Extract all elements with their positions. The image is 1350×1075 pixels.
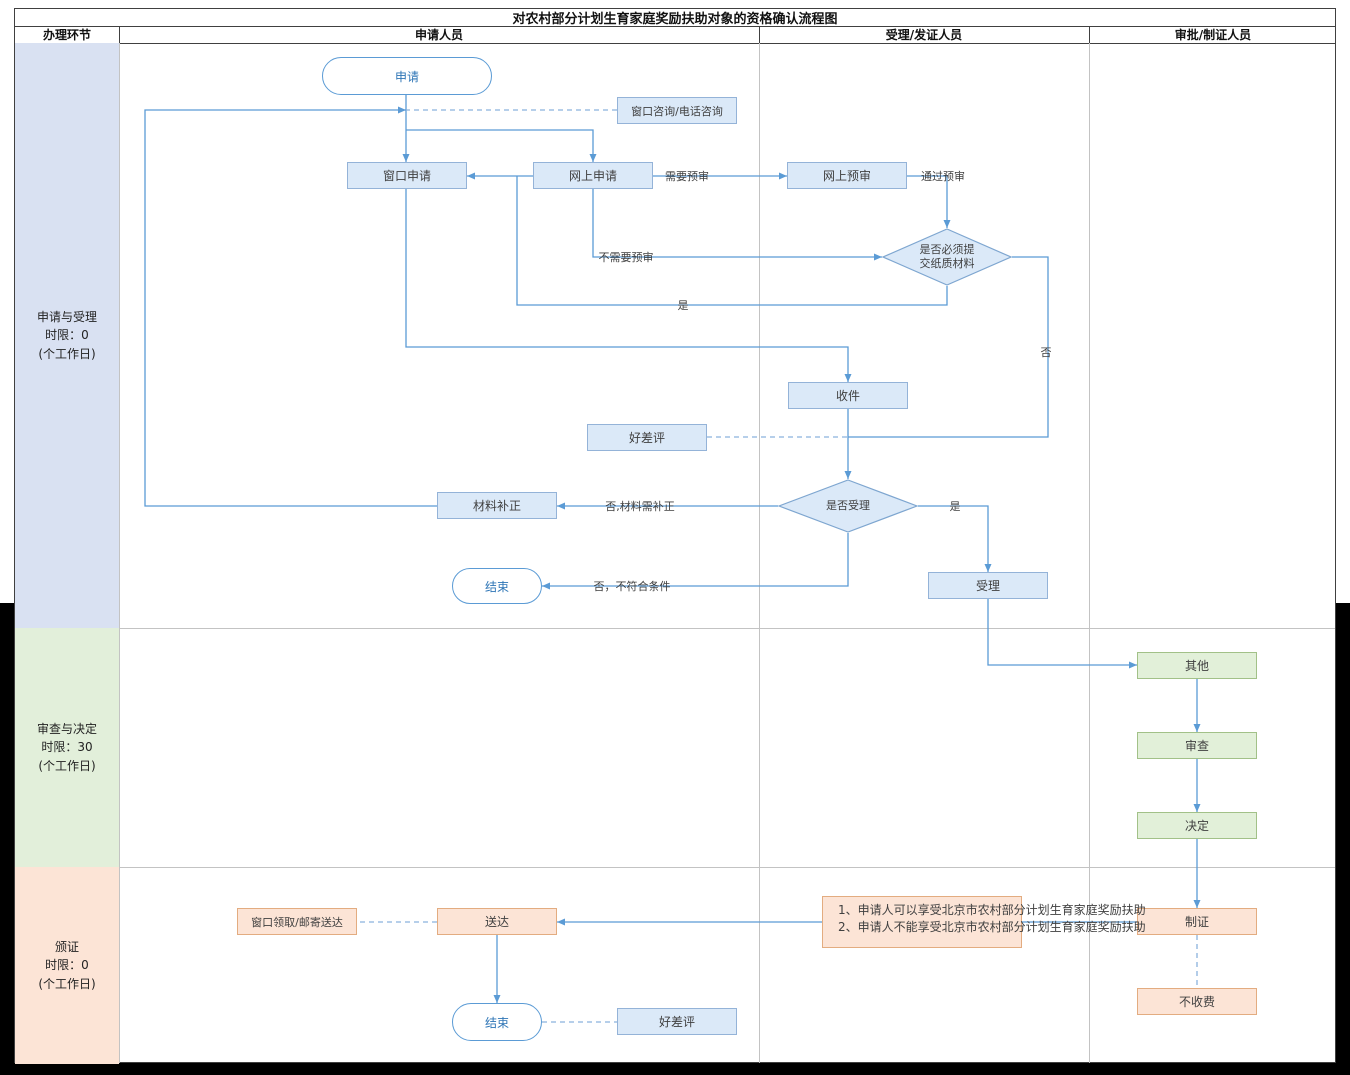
note-line2: 2、申请人不能享受北京市农村部分计划生育家庭奖励扶助 — [838, 920, 1146, 934]
lane-label-apply-accept: 申请与受理 时限：0 (个工作日) — [15, 43, 119, 628]
edge-label-no-need-preview: 不需要预审 — [598, 251, 654, 264]
node-pickup: 窗口领取/邮寄送达 — [237, 908, 357, 935]
note-line1: 1、申请人可以享受北京市农村部分计划生育家庭奖励扶助 — [838, 903, 1146, 917]
column-header-step: 办理环节 — [42, 28, 91, 42]
node-material-fix: 材料补正 — [437, 492, 557, 519]
lane-unit: (个工作日) — [38, 346, 96, 361]
edge-label-no-reject: 否，不符合条件 — [593, 580, 671, 593]
grid-line — [759, 43, 760, 1063]
grid-line — [119, 26, 120, 43]
swimlane-table: 对农村部分计划生育家庭奖励扶助对象的资格确认流程图 办理环节 申请人员 受理/发… — [14, 8, 1336, 1064]
node-other: 其他 — [1137, 652, 1257, 679]
node-decision-accept: 是否受理 — [778, 479, 918, 533]
diamond-shape — [778, 479, 918, 533]
node-online-preview: 网上预审 — [787, 162, 907, 189]
grid-line — [15, 43, 1335, 44]
page-title: 对农村部分计划生育家庭奖励扶助对象的资格确认流程图 — [512, 12, 838, 27]
node-window-apply: 窗口申请 — [347, 162, 467, 189]
edge-label-pass-preview: 通过预审 — [921, 170, 965, 183]
node-online-apply: 网上申请 — [533, 162, 653, 189]
diamond-label: 是否受理 — [826, 499, 870, 513]
grid-line — [15, 867, 1335, 868]
edge-label-yes-paper: 是 — [677, 299, 689, 312]
node-accept: 受理 — [928, 572, 1048, 599]
node-decide: 决定 — [1137, 812, 1257, 839]
lane-name: 申请与受理 — [36, 309, 97, 324]
column-header-approver: 审批/制证人员 — [1174, 28, 1252, 42]
lane-label-review-decide: 审查与决定 时限：30 (个工作日) — [15, 628, 119, 867]
node-deliver: 送达 — [437, 908, 557, 935]
lane-time: 时限：0 — [45, 958, 89, 973]
note-text: 1、申请人可以享受北京市农村部分计划生育家庭奖励扶助 2、申请人不能享受北京市农… — [838, 902, 1146, 936]
grid-line — [119, 43, 120, 1063]
grid-line — [1089, 26, 1090, 43]
edge-label-no-paper: 否 — [1040, 346, 1052, 359]
diamond-shape — [882, 228, 1012, 286]
grid-line — [1089, 43, 1090, 1063]
node-no-fee: 不收费 — [1137, 988, 1257, 1015]
note-box — [822, 896, 1022, 948]
node-decision-need-paper: 是否必须提交纸质材料 — [882, 228, 1012, 286]
node-make-cert: 制证 — [1137, 908, 1257, 935]
grid-line — [759, 26, 760, 43]
node-end-bottom: 结束 — [452, 1003, 542, 1041]
node-consult: 窗口咨询/电话咨询 — [617, 97, 737, 124]
lane-name: 审查与决定 — [36, 721, 97, 736]
edge-label-need-preview: 需要预审 — [665, 170, 709, 183]
node-end-mid: 结束 — [452, 568, 542, 604]
lane-name: 颁证 — [54, 939, 79, 954]
lane-unit: (个工作日) — [38, 976, 96, 991]
lane-time: 时限：0 — [45, 328, 89, 343]
node-rating2: 好差评 — [617, 1008, 737, 1035]
edge-label-no-fix: 否,材料需补正 — [605, 500, 675, 513]
grid-line — [15, 628, 1335, 629]
column-header-acceptor: 受理/发证人员 — [885, 28, 963, 42]
node-rating1: 好差评 — [587, 424, 707, 451]
edge-label-yes-accept: 是 — [949, 500, 961, 513]
diamond-label: 是否必须提交纸质材料 — [919, 243, 975, 270]
node-examine: 审查 — [1137, 732, 1257, 759]
node-receive: 收件 — [788, 382, 908, 409]
lane-label-issue-cert: 颁证 时限：0 (个工作日) — [15, 867, 119, 1064]
lane-time: 时限：30 — [41, 740, 93, 755]
node-start: 申请 — [322, 57, 492, 95]
grid-line — [15, 26, 1335, 27]
column-header-applicant: 申请人员 — [414, 28, 463, 42]
lane-unit: (个工作日) — [38, 758, 96, 773]
